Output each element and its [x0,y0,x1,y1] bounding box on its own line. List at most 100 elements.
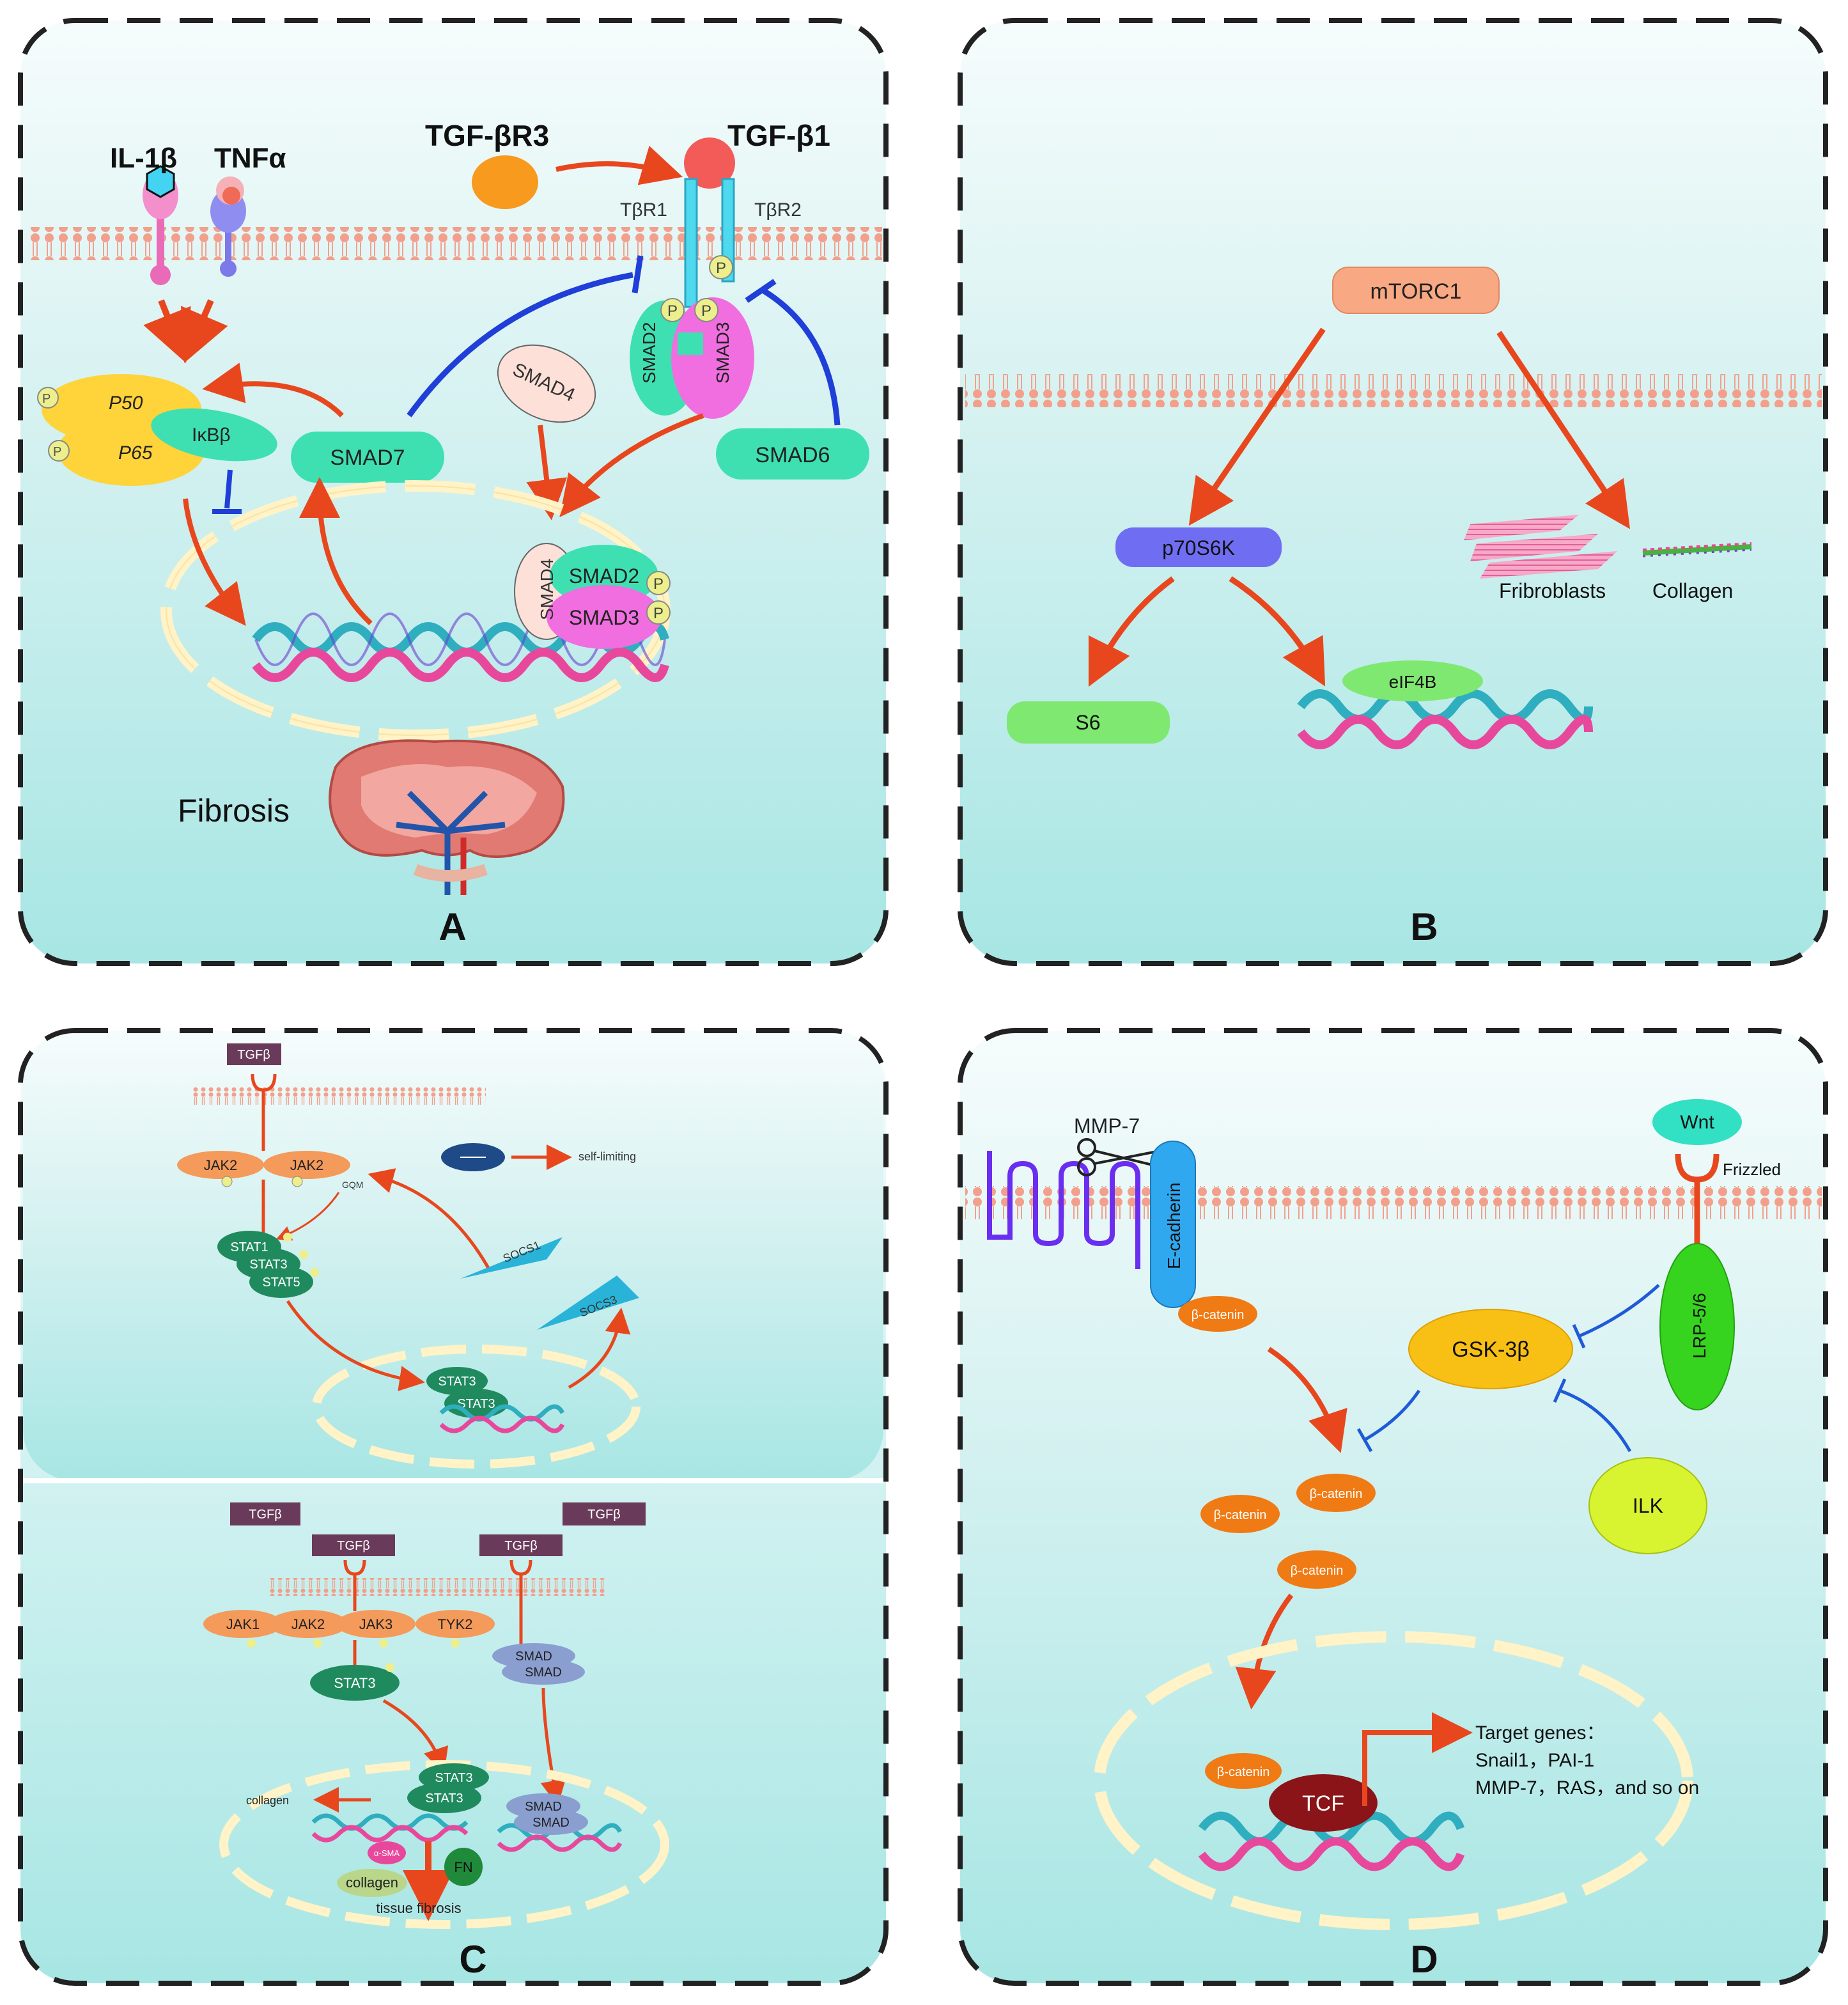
panel-a-letter: A [439,905,466,948]
ecadherin-node [1150,1141,1196,1308]
smad7-label: SMAD7 [330,446,405,470]
tbr2-label: TβR2 [754,199,802,221]
tgfb-label: TGFβ [337,1539,370,1553]
jak1-label: JAK1 [226,1616,260,1632]
cell-membrane [26,227,882,260]
cell-membrane [268,1578,607,1596]
nucleus [312,1345,641,1469]
bcatenin-node [1178,1296,1257,1332]
tgfbr3-ligand [472,155,538,209]
tgfb-label: TGFβ [587,1508,621,1522]
transmembrane-protein [987,1151,1140,1269]
smad4-node [497,344,596,423]
tgfb1-ligand [684,137,735,189]
cell-membrane [965,374,1822,407]
tgfb-label: TGFβ [504,1539,538,1553]
phospho-p: P [53,445,61,459]
p70s6k-node [1115,527,1282,567]
phospho-p: P [653,575,664,593]
stat3-label: STAT3 [334,1675,375,1691]
tgfb1-label: TGF-β1 [727,119,830,152]
eif4b-label: eIF4B [1389,672,1437,692]
tgfb-ligand [479,1534,563,1556]
tgfb-ligand [563,1502,646,1525]
tnfa-label: TNFα [214,143,286,174]
smad3-label-receptor: SMAD3 [713,322,733,384]
p65-label: P65 [118,442,153,464]
tgfb-ligand [312,1534,395,1556]
inhibition-line [407,272,633,417]
jak2-label: JAK2 [204,1157,238,1173]
inhibition-line [224,469,233,509]
ikbb-label: IκBβ [192,425,231,446]
p50-label: P50 [109,393,143,414]
smad2-nuclear-label: SMAD2 [569,565,639,588]
phospho-p: P [42,392,50,406]
stat3-label: STAT3 [249,1258,287,1272]
asma-label: α-SMA [374,1848,400,1858]
tbr1-receptor [684,178,698,308]
lrp-node [1659,1243,1735,1410]
phospho-badge [37,387,59,409]
phospho-p: P [716,260,726,277]
gsk3b-label: GSK-3β [1452,1338,1530,1362]
panel-b-letter: B [1410,905,1438,948]
stat-complex [217,1231,319,1298]
eif4b-node [1342,660,1483,701]
wnt-label: Wnt [1680,1112,1714,1133]
panel-d-letter: D [1410,1938,1438,1981]
mtorc1-node [1332,267,1500,314]
dna-helix [1297,689,1593,749]
smad-nuclear-complex [514,543,671,649]
ilk-node [1588,1457,1707,1554]
jak2-label: JAK2 [291,1616,325,1632]
stat3-node [310,1665,400,1701]
collagen-node [337,1869,407,1897]
collagen-node-label: collagen [346,1875,398,1891]
smad2-smad3-receptor-complex [630,297,754,419]
stat3-nuclear-label: STAT3 [457,1397,495,1411]
phospho-p: P [701,302,711,320]
inhibition-line [1363,1389,1421,1442]
tbr1-label: TβR1 [620,199,667,221]
phospho-p: P [667,302,678,320]
fibroblasts-label: Fribroblasts [1499,579,1606,602]
panel-a: IL-1β TNFα P50 P65 IκBβ P P [18,18,889,966]
fn-label: FN [454,1859,472,1875]
inhibition-line [762,288,841,426]
smad6-node [716,428,869,480]
kidney-icon [329,739,565,895]
dna-helix [1198,1811,1465,1871]
tgfbr3-label: TGF-βR3 [425,119,549,152]
ecadherin-label: E-cadherin [1164,1183,1184,1269]
tnfa-receptor [210,176,246,277]
p70s6k-label: p70S6K [1162,536,1235,559]
smad3-nuclear-label: SMAD3 [569,606,639,629]
s6-node [1007,701,1170,744]
fn-node [444,1848,483,1886]
tissue-fibrosis-label: tissue fibrosis [376,1900,461,1916]
tyk2-label: TYK2 [437,1616,472,1632]
scissors-icon [1077,1138,1161,1176]
wnt-node [1652,1099,1742,1145]
smad-nuclear-label: SMAD [532,1816,570,1830]
ilk-label: ILK [1633,1494,1663,1517]
bcatenin-label: β-catenin [1214,1508,1267,1522]
stat3-nuclear-label: STAT3 [435,1771,472,1785]
bcatenin-nuclear-label: β-catenin [1217,1765,1270,1779]
s6-label: S6 [1075,711,1100,734]
inhibition-line [1559,1389,1632,1453]
panel-d: MMP-7 E-cadherin β-catenin Wnt Frizzled … [958,1028,1828,1986]
gsk3b-node [1408,1309,1573,1389]
cell-membrane [192,1087,486,1105]
nfkb-complex [37,374,277,486]
target-genes-line2: Snail1，PAI-1 [1475,1750,1594,1771]
asma-node [368,1841,406,1864]
stat1-label: STAT1 [230,1240,268,1254]
lrp-label: LRP-5/6 [1689,1293,1709,1359]
bcatenin-label: β-catenin [1192,1308,1245,1322]
smad7-node [291,432,444,483]
phospho-badge [48,440,70,462]
jak2-label: JAK2 [290,1157,324,1173]
